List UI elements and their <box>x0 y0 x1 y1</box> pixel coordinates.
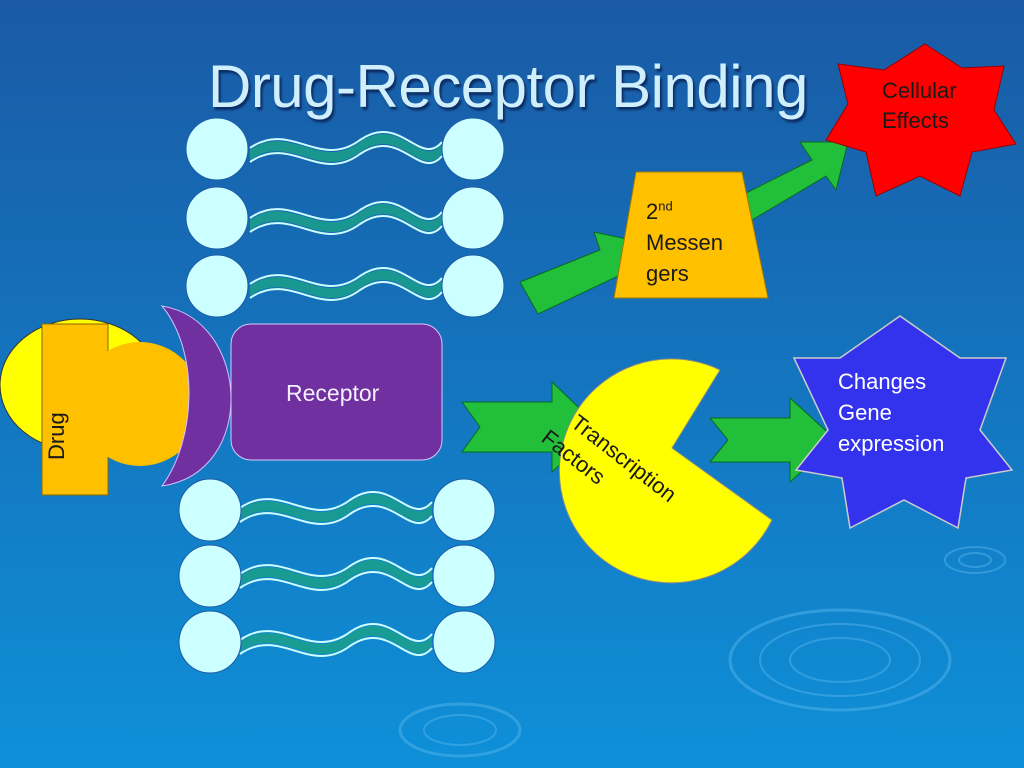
phospholipid-tail-fill-lower <box>240 493 432 654</box>
changes-gene-line1: Changes <box>838 369 927 394</box>
phospholipid-tails-lower <box>239 491 433 657</box>
phospholipid-head <box>441 186 505 250</box>
phospholipid-tail-fill-upper <box>250 133 442 298</box>
phospholipid-head <box>178 544 242 608</box>
changes-gene-line2: Gene <box>838 400 892 425</box>
phospholipid-head <box>441 254 505 318</box>
transcription-factors-shape <box>558 358 773 584</box>
phospholipid-head <box>185 254 249 318</box>
changes-gene-label: Changes Gene expression <box>838 366 944 459</box>
phospholipid-head <box>432 610 496 674</box>
membrane-upper <box>185 117 505 318</box>
cellular-effects-line2: Effects <box>882 108 949 133</box>
membrane-lower <box>178 478 496 674</box>
second-messengers-shape <box>613 171 769 299</box>
second-messengers-label: 2nd Messen gers <box>646 196 723 289</box>
receptor-body <box>230 323 443 461</box>
phospholipid-head <box>185 186 249 250</box>
arrow-to-cellular-effects <box>739 141 849 221</box>
changes-gene-star <box>792 315 1014 530</box>
cellular-effects-line1: Cellular <box>882 78 957 103</box>
phospholipid-head <box>178 478 242 542</box>
phospholipid-head <box>441 117 505 181</box>
drug-molecule <box>0 318 202 496</box>
receptor-label: Receptor <box>286 380 380 406</box>
cellular-effects-burst <box>825 43 1017 197</box>
phospholipid-head <box>432 478 496 542</box>
changes-gene-line3: expression <box>838 431 945 456</box>
water-ripple-decoration <box>398 546 1006 758</box>
second-messengers-superscript: nd <box>658 198 673 214</box>
drug-orange-head <box>78 342 202 466</box>
phospholipid-head <box>185 117 249 181</box>
drug-label-box <box>41 323 109 496</box>
second-messengers-line1: Messen <box>646 230 724 255</box>
phospholipid-head <box>178 610 242 674</box>
cellular-effects-label: Cellular Effects <box>882 76 957 136</box>
second-messengers-line2: gers <box>646 261 689 286</box>
phospholipid-tails-upper <box>249 131 443 301</box>
phospholipid-head <box>432 544 496 608</box>
slide-title: Drug-Receptor Binding <box>208 53 808 120</box>
drug-label: Drug <box>44 412 69 460</box>
receptor-binding-site <box>160 305 232 487</box>
second-messengers-prefix: 2 <box>646 199 659 224</box>
